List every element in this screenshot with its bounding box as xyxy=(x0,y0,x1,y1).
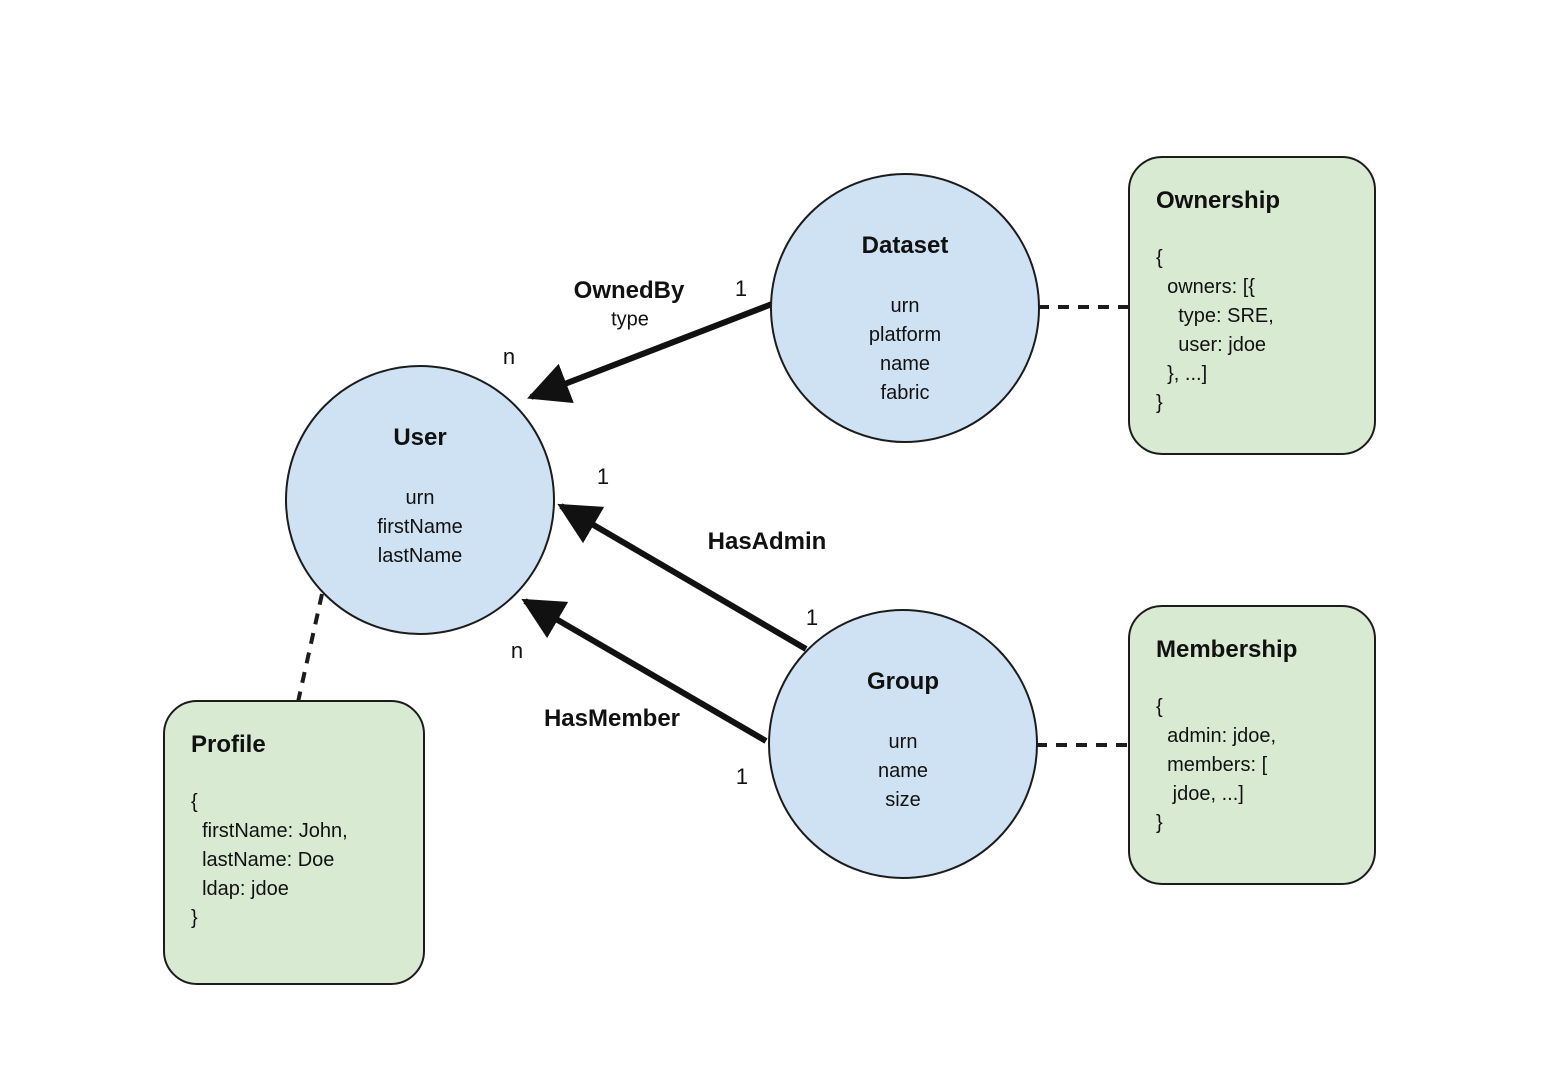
ownedby-attribute-label: type xyxy=(611,308,649,331)
entity-dataset: Dataset urn platform name fabric xyxy=(770,173,1040,443)
entity-dataset-title: Dataset xyxy=(861,232,949,259)
hasadmin-arrow xyxy=(557,503,808,652)
entity-group-attributes: urn name size xyxy=(770,728,1036,815)
aspect-profile-code: { firstName: John, lastName: Doe ldap: j… xyxy=(191,791,348,929)
ownedby-cardinality-source: 1 xyxy=(734,276,748,301)
hasadmin-cardinality-source: 1 xyxy=(805,605,819,630)
aspect-ownership: Ownership { owners: [{ type: SRE, user: … xyxy=(1128,156,1376,455)
aspect-membership: Membership { admin: jdoe, members: [ jdo… xyxy=(1128,605,1376,885)
aspect-profile-title: Profile xyxy=(191,731,266,758)
aspect-membership-title: Membership xyxy=(1156,636,1298,663)
entity-group: Group urn name size xyxy=(768,609,1038,879)
hasmember-cardinality-source: 1 xyxy=(735,764,749,789)
hasadmin-label: HasAdmin xyxy=(707,528,827,555)
entity-user: User urn firstName lastName xyxy=(285,365,555,635)
aspect-membership-code: { admin: jdoe, members: [ jdoe, ...] } xyxy=(1156,696,1277,834)
user-profile-link xyxy=(296,593,324,703)
entity-user-title: User xyxy=(393,424,447,451)
hasmember-cardinality-target: n xyxy=(510,638,524,663)
entity-attribute: urn xyxy=(888,731,918,753)
entity-group-title: Group xyxy=(867,668,939,695)
entity-attribute: platform xyxy=(868,324,942,346)
aspect-ownership-title: Ownership xyxy=(1156,187,1281,214)
entity-attribute: firstName xyxy=(377,516,463,538)
entity-dataset-attributes: urn platform name fabric xyxy=(772,292,1038,408)
entity-attribute: urn xyxy=(405,487,435,509)
ownedby-label: OwnedBy xyxy=(573,277,685,304)
aspect-ownership-code: { owners: [{ type: SRE, user: jdoe }, ..… xyxy=(1156,247,1274,414)
ownedby-arrow xyxy=(527,301,774,403)
hasmember-arrow xyxy=(521,598,768,744)
entity-attribute: name xyxy=(877,760,929,782)
ownedby-cardinality-target: n xyxy=(502,344,516,369)
entity-attribute: fabric xyxy=(880,382,930,404)
hasmember-label: HasMember xyxy=(543,705,681,732)
hasadmin-cardinality-target: 1 xyxy=(596,464,610,489)
entity-attribute: urn xyxy=(890,295,920,317)
entity-user-attributes: urn firstName lastName xyxy=(287,484,553,571)
entity-attribute: size xyxy=(885,789,921,811)
aspect-profile: Profile { firstName: John, lastName: Doe… xyxy=(163,700,425,985)
entity-attribute: lastName xyxy=(377,545,463,567)
entity-attribute: name xyxy=(879,353,931,375)
